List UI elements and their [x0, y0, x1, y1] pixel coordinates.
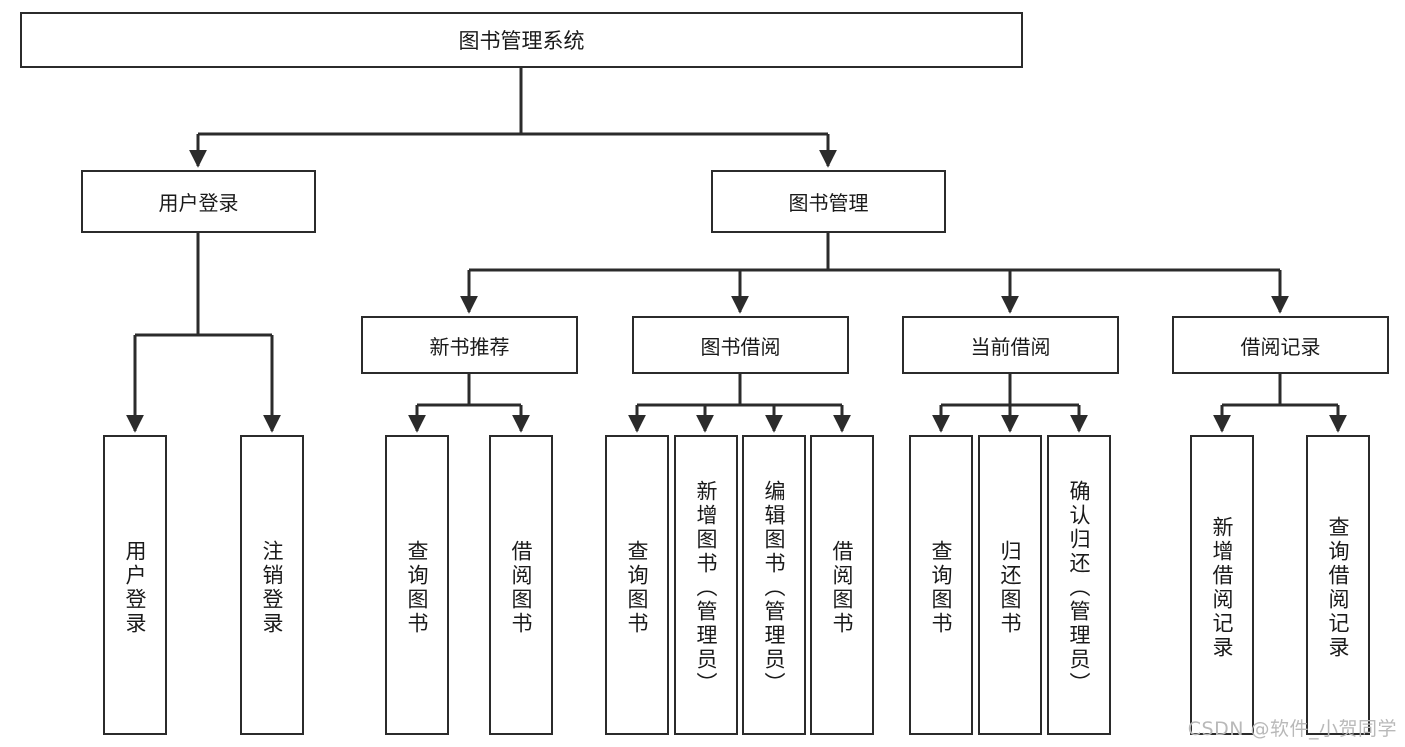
node-root-book-management-system[interactable]: 图书管理系统 [20, 12, 1023, 68]
leaf-user-login[interactable]: 用户登录 [103, 435, 167, 735]
node-label: 图书管理系统 [458, 29, 585, 53]
leaf-query-borrow-record[interactable]: 查询借阅记录 [1306, 435, 1370, 735]
leaf-query-book-current[interactable]: 查询图书 [909, 435, 973, 735]
node-label: 图书借阅 [700, 334, 781, 359]
node-label: 注销登录 [260, 540, 285, 636]
node-label: 查询借阅记录 [1326, 516, 1351, 660]
node-label: 归还图书 [998, 540, 1023, 636]
node-label: 查询图书 [405, 540, 430, 636]
node-book-borrow[interactable]: 图书借阅 [632, 316, 849, 374]
node-label: 查询图书 [929, 540, 954, 636]
leaf-edit-book-admin[interactable]: 编辑图书（管理员） [742, 435, 806, 735]
node-new-book-recommend[interactable]: 新书推荐 [361, 316, 578, 374]
node-borrow-record[interactable]: 借阅记录 [1172, 316, 1389, 374]
leaf-borrow-book[interactable]: 借阅图书 [810, 435, 874, 735]
node-label: 借阅记录 [1240, 334, 1321, 359]
node-label: 图书管理 [788, 191, 869, 215]
node-label: 当前借阅 [970, 334, 1051, 359]
leaf-query-book-borrow[interactable]: 查询图书 [605, 435, 669, 735]
leaf-add-borrow-record[interactable]: 新增借阅记录 [1190, 435, 1254, 735]
node-book-management[interactable]: 图书管理 [711, 170, 946, 233]
node-user-login[interactable]: 用户登录 [81, 170, 316, 233]
node-label: 用户登录 [158, 191, 239, 215]
leaf-query-book-new[interactable]: 查询图书 [385, 435, 449, 735]
node-label: 查询图书 [625, 540, 650, 636]
node-label: 新增图书（管理员） [694, 480, 719, 696]
leaf-add-book-admin[interactable]: 新增图书（管理员） [674, 435, 738, 735]
node-label: 新书推荐 [429, 334, 510, 359]
leaf-borrow-book-new[interactable]: 借阅图书 [489, 435, 553, 735]
leaf-logout-login[interactable]: 注销登录 [240, 435, 304, 735]
node-label: 新增借阅记录 [1210, 516, 1235, 660]
node-label: 用户登录 [123, 540, 148, 636]
leaf-return-book[interactable]: 归还图书 [978, 435, 1042, 735]
node-label: 借阅图书 [509, 540, 534, 636]
node-label: 编辑图书（管理员） [762, 480, 787, 696]
leaf-confirm-return-admin[interactable]: 确认归还（管理员） [1047, 435, 1111, 735]
node-label: 借阅图书 [830, 540, 855, 636]
node-current-borrow[interactable]: 当前借阅 [902, 316, 1119, 374]
node-label: 确认归还（管理员） [1067, 480, 1092, 696]
csdn-watermark: CSDN @软件_小贺同学 [1187, 718, 1397, 740]
